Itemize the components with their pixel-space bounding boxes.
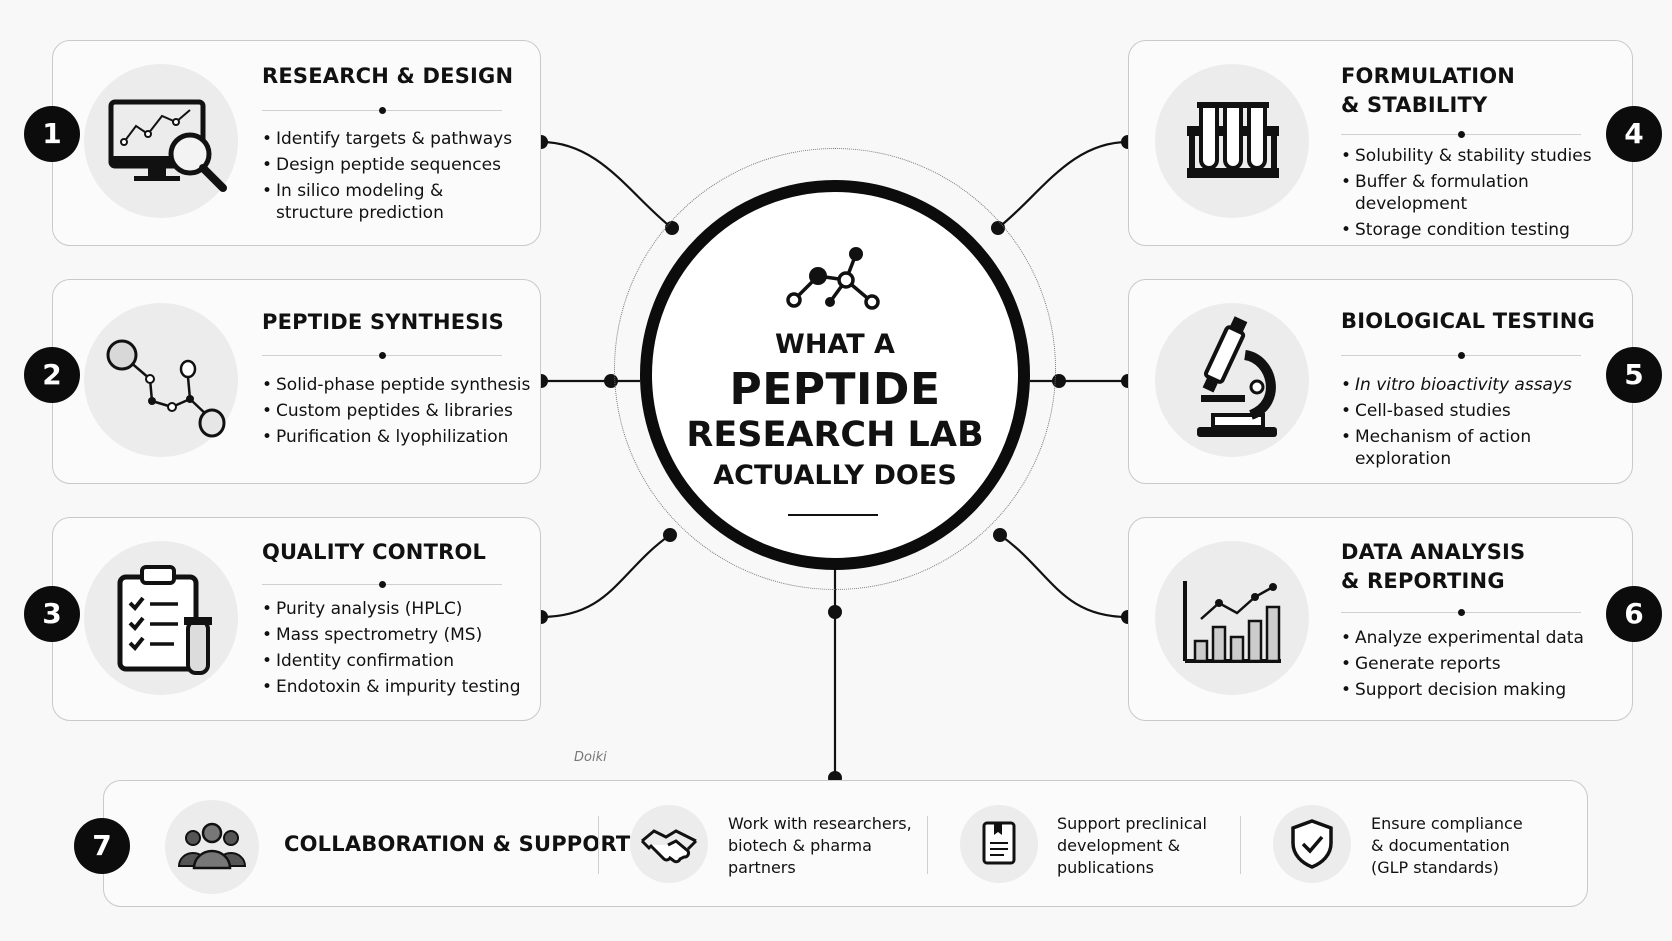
bar-chart-icon [1155, 541, 1309, 695]
list-item: Support decision making [1341, 679, 1601, 701]
step-number-badge: 3 [24, 586, 80, 642]
bullet-list-quality-control: Purity analysis (HPLC) Mass spectrometry… [262, 598, 532, 702]
computer-magnifier-icon [84, 64, 238, 218]
center-title-line-3: RESEARCH LAB [686, 415, 984, 455]
clipboard-checklist-icon [84, 541, 238, 695]
card-divider [262, 581, 502, 588]
step-number-badge: 4 [1606, 106, 1662, 162]
bullet-list-research-design: Identify targets & pathways Design pepti… [262, 128, 522, 228]
list-item: Design peptide sequences [262, 154, 522, 176]
center-title-line-1: WHAT A [775, 329, 895, 360]
center-title-line-2: PEPTIDE [729, 364, 941, 415]
collab-item-text: Ensure compliance & documentation (GLP s… [1371, 814, 1523, 877]
list-item: Purity analysis (HPLC) [262, 598, 532, 620]
list-item: Solid-phase peptide synthesis [262, 374, 532, 396]
card-title-quality-control: QUALITY CONTROL [262, 540, 487, 564]
center-rule [788, 514, 878, 516]
divider [1240, 816, 1241, 874]
list-item: Analyze experimental data [1341, 627, 1601, 649]
list-item: Mechanism of action exploration [1341, 426, 1601, 470]
list-item: Mass spectrometry (MS) [262, 624, 532, 646]
bullet-list-peptide-synthesis: Solid-phase peptide synthesis Custom pep… [262, 374, 532, 452]
document-icon [960, 805, 1038, 883]
list-item: In silico modeling & structure predictio… [262, 180, 522, 224]
list-item: Generate reports [1341, 653, 1601, 675]
card-title-collaboration-support: COLLABORATION & SUPPORT [284, 832, 631, 856]
card-title-biological-testing: BIOLOGICAL TESTING [1341, 309, 1595, 333]
shield-check-icon [1273, 805, 1351, 883]
list-item: Purification & lyophilization [262, 426, 532, 448]
divider [927, 816, 928, 874]
step-number-badge: 7 [74, 818, 130, 874]
divider [598, 816, 599, 874]
card-title-peptide-synthesis: PEPTIDE SYNTHESIS [262, 310, 504, 334]
card-divider [1341, 609, 1581, 616]
step-number-badge: 2 [24, 347, 80, 403]
step-number-badge: 5 [1606, 347, 1662, 403]
peptide-chain-icon [84, 303, 238, 457]
card-divider [262, 107, 502, 114]
center-title-line-4: ACTUALLY DOES [713, 460, 957, 491]
list-item: Identity confirmation [262, 650, 532, 672]
card-title-research-design: RESEARCH & DESIGN [262, 64, 514, 88]
list-item: Storage condition testing [1341, 219, 1601, 241]
list-item: Solubility & stability studies [1341, 145, 1601, 167]
list-item: Buffer & formulation development [1341, 171, 1601, 215]
collab-item-text: Work with researchers, biotech & pharma … [728, 814, 912, 877]
bullet-list-biological-testing: In vitro bioactivity assays Cell-based s… [1341, 374, 1601, 474]
bullet-list-data-analysis: Analyze experimental data Generate repor… [1341, 627, 1601, 705]
bullet-list-formulation-stability: Solubility & stability studies Buffer & … [1341, 145, 1601, 245]
list-item: Endotoxin & impurity testing [262, 676, 532, 698]
collab-item-text: Support preclinical development & public… [1057, 814, 1207, 877]
list-item: Identify targets & pathways [262, 128, 522, 150]
list-item: In vitro bioactivity assays [1341, 374, 1601, 396]
watermark: Doiki [574, 750, 607, 765]
list-item: Custom peptides & libraries [262, 400, 532, 422]
card-divider [1341, 352, 1581, 359]
card-divider [262, 352, 502, 359]
step-number-badge: 6 [1606, 586, 1662, 642]
card-title-data-analysis: DATA ANALYSIS & REPORTING [1341, 540, 1526, 593]
card-title-formulation-stability: FORMULATION & STABILITY [1341, 64, 1516, 117]
molecule-icon [786, 247, 880, 310]
people-group-icon [165, 800, 259, 894]
microscope-icon [1155, 303, 1309, 457]
test-tubes-icon [1155, 64, 1309, 218]
handshake-icon [630, 805, 708, 883]
center-outer-ring [614, 148, 1056, 590]
list-item: Cell-based studies [1341, 400, 1601, 422]
step-number-badge: 1 [24, 106, 80, 162]
card-divider [1341, 131, 1581, 138]
